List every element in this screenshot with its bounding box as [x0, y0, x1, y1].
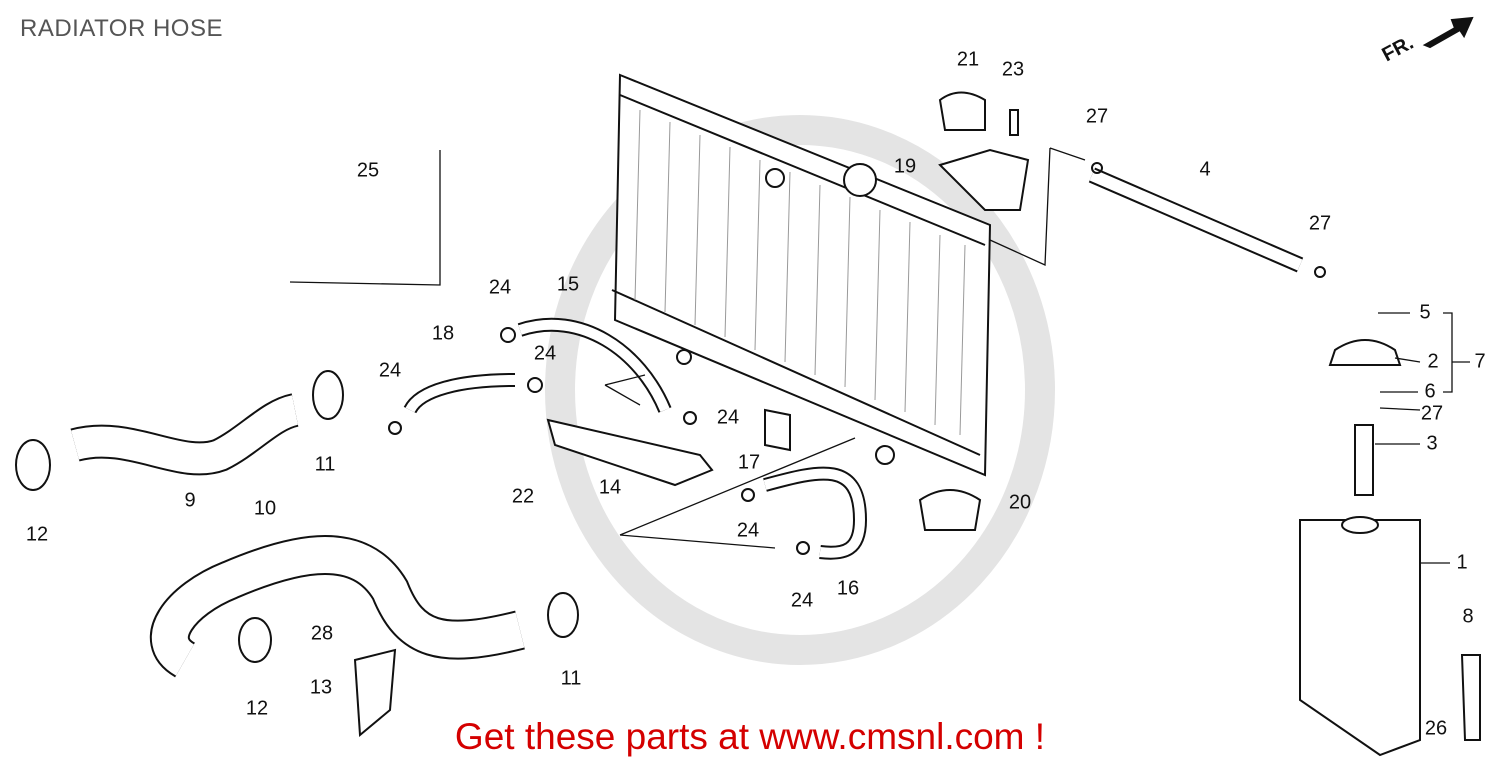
- part-14-bracket: [546, 418, 714, 487]
- callout-15: 15: [556, 273, 580, 296]
- callout-24: 24: [716, 406, 740, 429]
- callout-20: 20: [1008, 491, 1032, 514]
- callout-27: 27: [1308, 212, 1332, 235]
- callout-18: 18: [431, 322, 455, 345]
- callout-24: 24: [533, 342, 557, 365]
- callout-24: 24: [790, 589, 814, 612]
- callout-9: 9: [184, 489, 196, 512]
- callout-19: 19: [893, 155, 917, 178]
- reserve-tank: [1299, 519, 1421, 757]
- callout-14: 14: [598, 476, 622, 499]
- footer-link[interactable]: Get these parts at www.cmsnl.com !: [454, 716, 1046, 757]
- callout-5: 5: [1419, 301, 1431, 324]
- callout-17: 17: [737, 451, 761, 474]
- page-title: RADIATOR HOSE: [20, 15, 223, 42]
- callout-25: 25: [356, 159, 380, 182]
- callout-6: 6: [1424, 380, 1436, 403]
- callout-4: 4: [1199, 158, 1211, 181]
- part-3: [1354, 424, 1374, 496]
- callout-28: 28: [310, 622, 334, 645]
- callout-12: 12: [245, 697, 269, 720]
- callout-11: 11: [560, 667, 582, 690]
- callout-22: 22: [511, 485, 535, 508]
- part-8: [1460, 654, 1481, 741]
- part-19-bracket: [938, 148, 1030, 211]
- front-arrow-icon: [1422, 16, 1474, 49]
- radiator: [611, 73, 992, 477]
- callout-24: 24: [378, 359, 402, 382]
- callout-24: 24: [736, 519, 760, 542]
- part-21: [938, 91, 986, 131]
- callout-27: 27: [1085, 105, 1109, 128]
- callout-13: 13: [309, 676, 333, 699]
- watermark: [545, 115, 1055, 665]
- part-23-bolt: [1009, 109, 1019, 136]
- callout-24: 24: [488, 276, 512, 299]
- clamps: [15, 162, 1326, 663]
- callout-26: 26: [1424, 717, 1448, 740]
- callout-11: 11: [314, 453, 336, 476]
- part-20: [918, 489, 982, 531]
- callout-12: 12: [25, 523, 49, 546]
- callout-1: 1: [1456, 551, 1468, 574]
- part-2-cap: [1328, 339, 1402, 366]
- callout-2: 2: [1427, 350, 1439, 373]
- callout-10: 10: [253, 497, 277, 520]
- callout-23: 23: [1001, 58, 1025, 81]
- callout-16: 16: [836, 577, 860, 600]
- callout-3: 3: [1426, 432, 1438, 455]
- part-13-bracket: [353, 648, 397, 738]
- callout-7: 7: [1474, 350, 1486, 373]
- callout-27: 27: [1420, 402, 1444, 425]
- callout-21: 21: [956, 48, 980, 71]
- callout-8: 8: [1462, 605, 1474, 628]
- part-17: [764, 408, 791, 452]
